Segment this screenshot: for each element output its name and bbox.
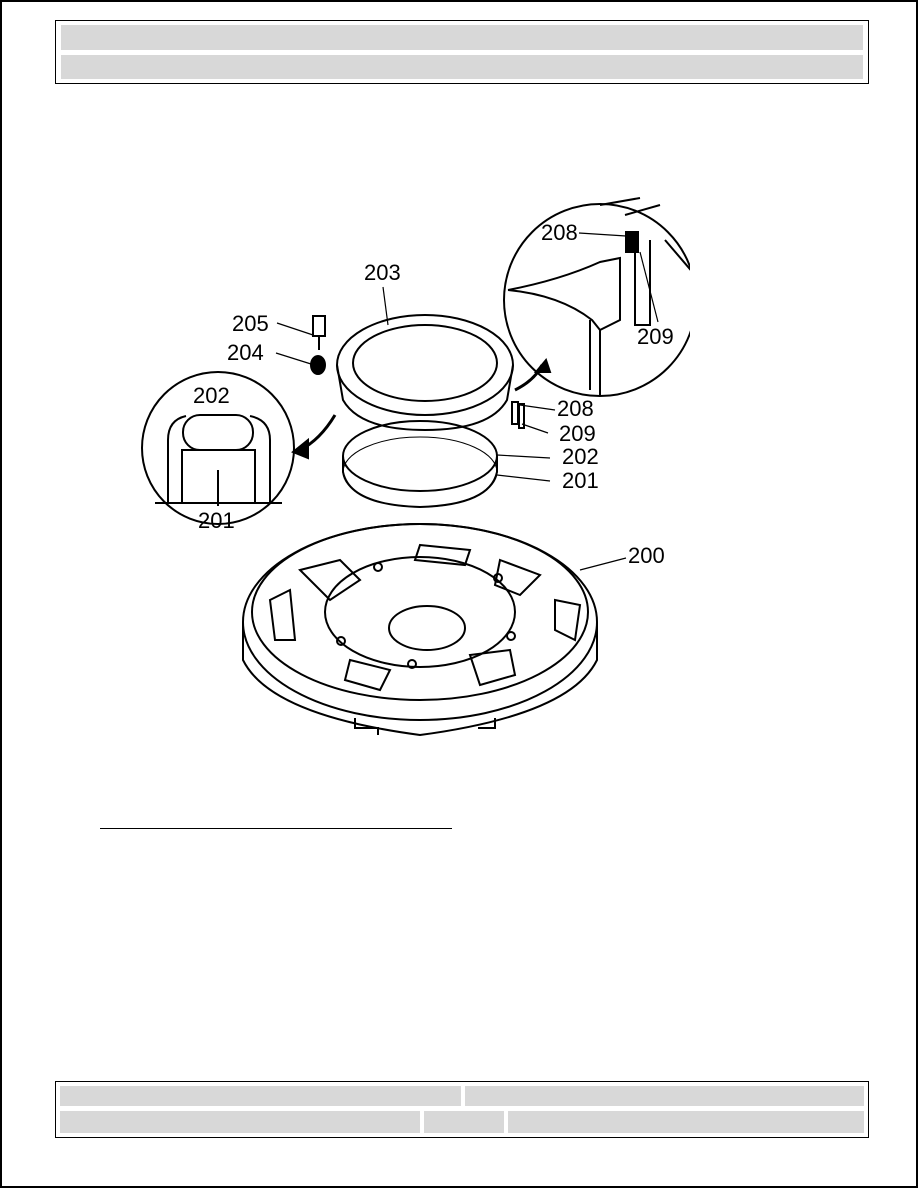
detail-circle-left	[141, 371, 295, 525]
page-footer	[55, 1081, 869, 1138]
detail-circle-right	[503, 197, 690, 397]
footer-cell-bottom-right	[507, 1110, 865, 1134]
footer-cell-left	[59, 1085, 462, 1107]
arrow-left-head	[291, 437, 309, 460]
label-204: 204	[227, 340, 264, 365]
leader-lines	[275, 232, 659, 571]
label-202: 202	[562, 444, 599, 469]
label-208-detail: 208	[541, 220, 578, 245]
part-200-plate	[242, 523, 598, 737]
part-201-202-rings	[342, 420, 498, 509]
footer-cell-bottom-mid	[423, 1110, 505, 1134]
part-204-spring	[310, 355, 326, 375]
label-201: 201	[562, 468, 599, 493]
label-203: 203	[364, 260, 401, 285]
part-203-ring	[336, 314, 514, 432]
arrow-right-head	[533, 357, 552, 373]
header-title-bar	[60, 24, 864, 51]
label-205: 205	[232, 311, 269, 336]
label-200: 200	[628, 543, 665, 568]
exploded-parts-diagram: 203 205 204 202 201 208 209 202 201 200 …	[141, 197, 690, 737]
label-208: 208	[557, 396, 594, 421]
part-205-pin	[312, 315, 326, 350]
label-209-detail: 209	[637, 324, 674, 349]
text-rule	[100, 828, 452, 829]
footer-cell-right	[464, 1085, 865, 1107]
label-201-detail: 201	[198, 508, 235, 533]
footer-cell-bottom-left	[59, 1110, 421, 1134]
part-208-209-small	[511, 401, 525, 429]
page-header	[55, 20, 869, 84]
label-202-detail: 202	[193, 383, 230, 408]
label-209: 209	[559, 421, 596, 446]
header-subtitle-bar	[60, 54, 864, 80]
